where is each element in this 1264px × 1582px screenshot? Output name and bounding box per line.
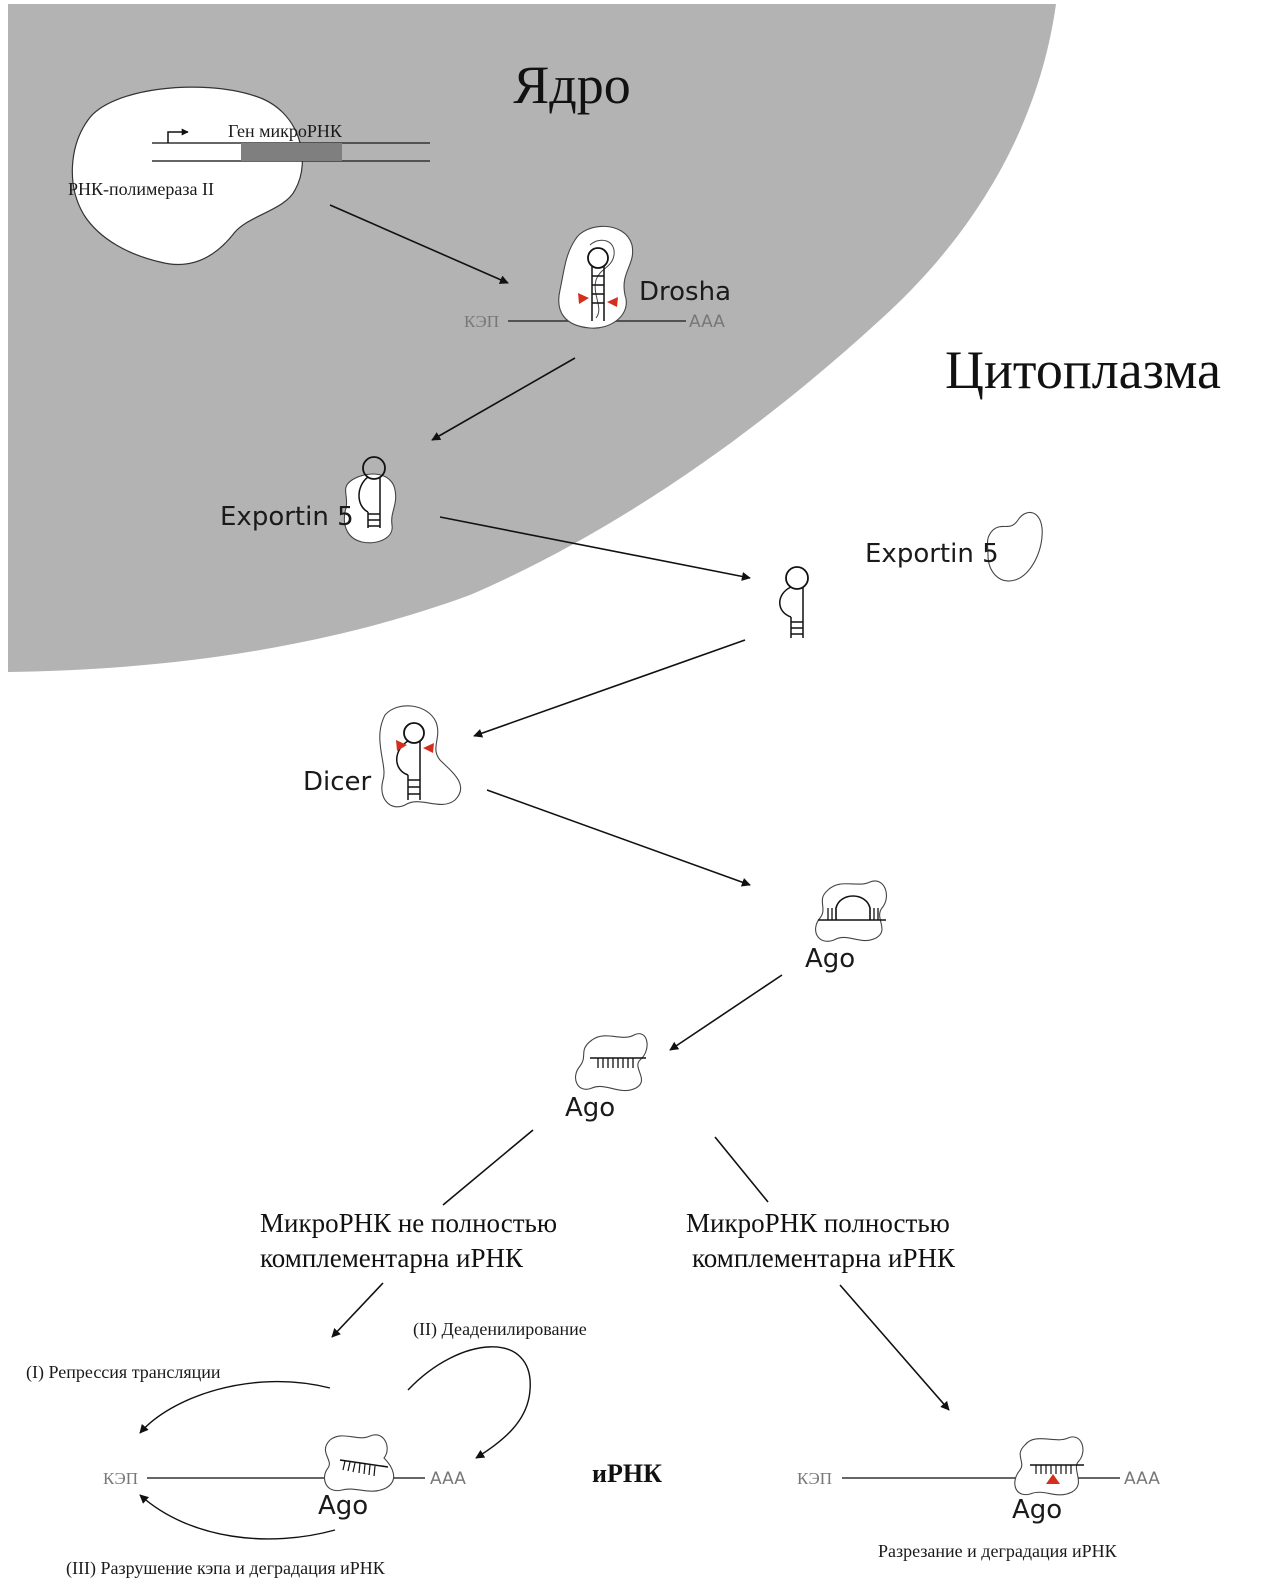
partial-complementarity-line1: МикроРНК не полностью <box>260 1208 557 1238</box>
partial-outcome: КЭП AAA Ago (I) Репрессия трансляции (II… <box>26 1319 587 1579</box>
drosha-cleavage-mark-left <box>578 293 589 304</box>
repression-label: (I) Репрессия трансляции <box>26 1362 221 1383</box>
dicer-hairpin-stem <box>396 740 421 800</box>
rna-polymerase-complex: Ген микроРНК РНК-полимераза II <box>68 86 430 266</box>
ago-loading-duplex-arch <box>835 895 871 920</box>
deadenylation-label: (II) Деаденилирование <box>413 1319 587 1340</box>
ago-right-protein <box>1014 1436 1084 1496</box>
left-cap-label: КЭП <box>103 1469 138 1488</box>
full-complementarity-line1: МикроРНК полностью <box>686 1208 950 1238</box>
right-tail-label: AAA <box>1124 1469 1160 1489</box>
arrow-polymerase-to-drosha <box>329 204 509 284</box>
exportin-released: Exportin 5 <box>865 511 1043 582</box>
ago-mature-complex: Ago <box>565 1033 648 1123</box>
branch-line-left <box>442 1129 534 1206</box>
arrow-premirna-to-dicer <box>473 639 746 738</box>
dicer-label: Dicer <box>303 767 372 797</box>
drosha-label: Drosha <box>639 277 731 307</box>
arrow-partial-to-effects <box>331 1282 384 1338</box>
full-outcome: КЭП AAA Ago Разрезание и деградация иРНК <box>797 1436 1160 1561</box>
repression-arrow <box>139 1380 331 1434</box>
exportin-nuclear-complex: Exportin 5 <box>220 456 397 544</box>
partial-complementarity-line2: комплементарна иРНК <box>260 1243 524 1273</box>
drosha-complex: Drosha КЭП AAA <box>464 225 731 332</box>
arrow-ago-loading-to-mature <box>669 974 783 1051</box>
gene-label: Ген микроРНК <box>228 121 343 141</box>
arrow-exportin-to-cytoplasm <box>439 516 751 581</box>
nucleus-title: Ядро <box>513 55 631 115</box>
ago-right-seed-rungs <box>1035 1465 1072 1474</box>
branch-line-right <box>714 1136 769 1203</box>
decapping-arrow <box>139 1494 336 1540</box>
full-complementarity-line2: комплементарна иРНК <box>692 1243 956 1273</box>
ago-right-cleavage-mark <box>1046 1474 1060 1484</box>
decapping-label: (III) Разрушение кэпа и деградация иРНК <box>66 1558 386 1579</box>
exportin-released-protein <box>986 511 1043 582</box>
hairpin-stem <box>591 266 605 321</box>
ago-mature-seed-rungs <box>597 1058 634 1068</box>
gene-coding-region <box>241 143 342 161</box>
dicer-complex: Dicer <box>303 705 462 808</box>
ago-mature-label: Ago <box>565 1093 615 1123</box>
dicer-cleavage-mark-right <box>423 743 434 753</box>
cleavage-label: Разрезание и деградация иРНК <box>878 1541 1118 1561</box>
ago-loading-label: Ago <box>805 944 855 974</box>
drosha-cap-label: КЭП <box>464 312 499 331</box>
mrna-label: иРНК <box>592 1459 662 1488</box>
pre-mirna-loop <box>362 456 386 480</box>
polymerase-label: РНК-полимераза II <box>68 179 214 199</box>
ago-loading-complex: Ago <box>805 880 887 974</box>
cytoplasmic-pre-mirna <box>779 566 809 638</box>
pathway-arrows <box>329 204 950 1411</box>
ago-mature-protein <box>575 1033 648 1092</box>
drosha-protein-inner <box>589 239 615 319</box>
rna-polymerase-blob <box>71 86 303 266</box>
arrow-drosha-to-exportin <box>431 357 576 441</box>
dicer-hairpin-loop <box>403 722 425 744</box>
ago-right-label: Ago <box>1012 1495 1062 1525</box>
arrow-dicer-to-ago <box>486 789 751 887</box>
ago-left-guide-strand <box>339 1459 389 1468</box>
exportin-nuclear-label: Exportin 5 <box>220 502 354 532</box>
arrow-full-to-cleavage <box>839 1284 950 1411</box>
dicer-cleavage-mark-left <box>396 740 407 751</box>
exportin-protein <box>343 473 397 544</box>
drosha-cleavage-mark-right <box>607 297 618 307</box>
cyto-hairpin-loop <box>785 566 809 590</box>
pre-mirna-stem <box>358 476 381 528</box>
ago-loading-duplex-rungs <box>827 908 879 920</box>
exportin-cyto-label: Exportin 5 <box>865 539 999 569</box>
deadenylation-arrow <box>407 1346 531 1459</box>
ago-loading-protein <box>815 880 887 942</box>
drosha-tail-label: AAA <box>689 312 725 332</box>
promoter-arrow-icon <box>167 128 189 143</box>
ago-left-label: Ago <box>318 1491 368 1521</box>
right-cap-label: КЭП <box>797 1469 832 1488</box>
cyto-hairpin-stem <box>779 586 804 638</box>
ago-left-seed-rungs <box>342 1460 376 1477</box>
hairpin-loop <box>587 247 609 269</box>
cytoplasm-title: Цитоплазма <box>945 340 1221 400</box>
left-tail-label: AAA <box>430 1469 466 1489</box>
